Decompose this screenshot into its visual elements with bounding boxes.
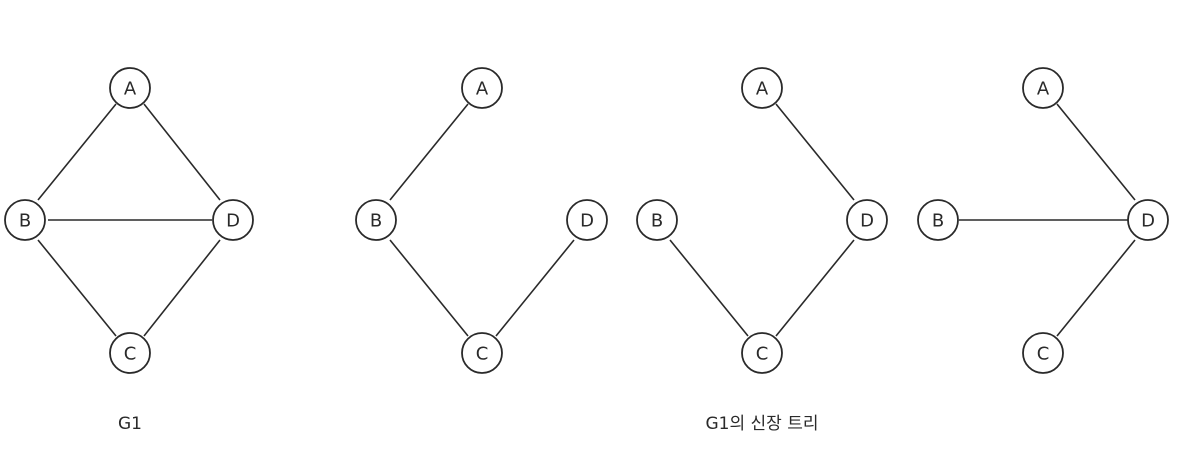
edge-b-c — [669, 239, 749, 337]
node-b: B — [636, 199, 678, 241]
edge-a-d — [775, 103, 855, 201]
node-b: B — [917, 199, 959, 241]
node-d-label: D — [580, 211, 594, 232]
node-a: A — [461, 67, 503, 109]
edge-b-c — [37, 239, 117, 337]
caption-g1: G1 — [118, 414, 142, 434]
node-b-label: B — [19, 211, 31, 232]
node-a-label: A — [1037, 79, 1050, 100]
node-d-label: D — [226, 211, 240, 232]
node-c: C — [109, 332, 151, 374]
node-a: A — [109, 67, 151, 109]
node-a-label: A — [124, 79, 137, 100]
node-c: C — [461, 332, 503, 374]
node-c-label: C — [476, 344, 489, 365]
node-c-label: C — [756, 344, 769, 365]
node-c-label: C — [1037, 344, 1050, 365]
node-b: B — [355, 199, 397, 241]
node-a: A — [1022, 67, 1064, 109]
edge-a-d — [143, 103, 221, 201]
node-b-label: B — [932, 211, 944, 232]
edge-a-d — [1056, 103, 1136, 201]
node-d: D — [1127, 199, 1169, 241]
node-d-label: D — [860, 211, 874, 232]
node-b-label: B — [370, 211, 382, 232]
edge-a-b — [389, 103, 469, 201]
node-c-label: C — [124, 344, 137, 365]
edge-d-c — [143, 239, 221, 337]
node-a: A — [741, 67, 783, 109]
node-b-label: B — [651, 211, 663, 232]
edge-b-c — [389, 239, 469, 337]
edge-a-b — [37, 103, 117, 201]
node-b: B — [4, 199, 46, 241]
node-a-label: A — [756, 79, 769, 100]
node-d: D — [566, 199, 608, 241]
edge-c-d — [1056, 239, 1136, 337]
node-d: D — [846, 199, 888, 241]
graph-tree-3: A B D C — [917, 67, 1169, 374]
graph-tree-2: A B D C — [636, 67, 888, 374]
node-d-label: D — [1141, 211, 1155, 232]
graph-tree-1: A B D C — [355, 67, 608, 374]
node-c: C — [1022, 332, 1064, 374]
edge-c-d — [775, 239, 855, 337]
node-a-label: A — [476, 79, 489, 100]
node-d: D — [212, 199, 254, 241]
node-c: C — [741, 332, 783, 374]
edge-c-d — [495, 239, 575, 337]
caption-spanning-tree: G1의 신장 트리 — [706, 414, 819, 434]
graph-g1: A B D C — [4, 67, 254, 374]
